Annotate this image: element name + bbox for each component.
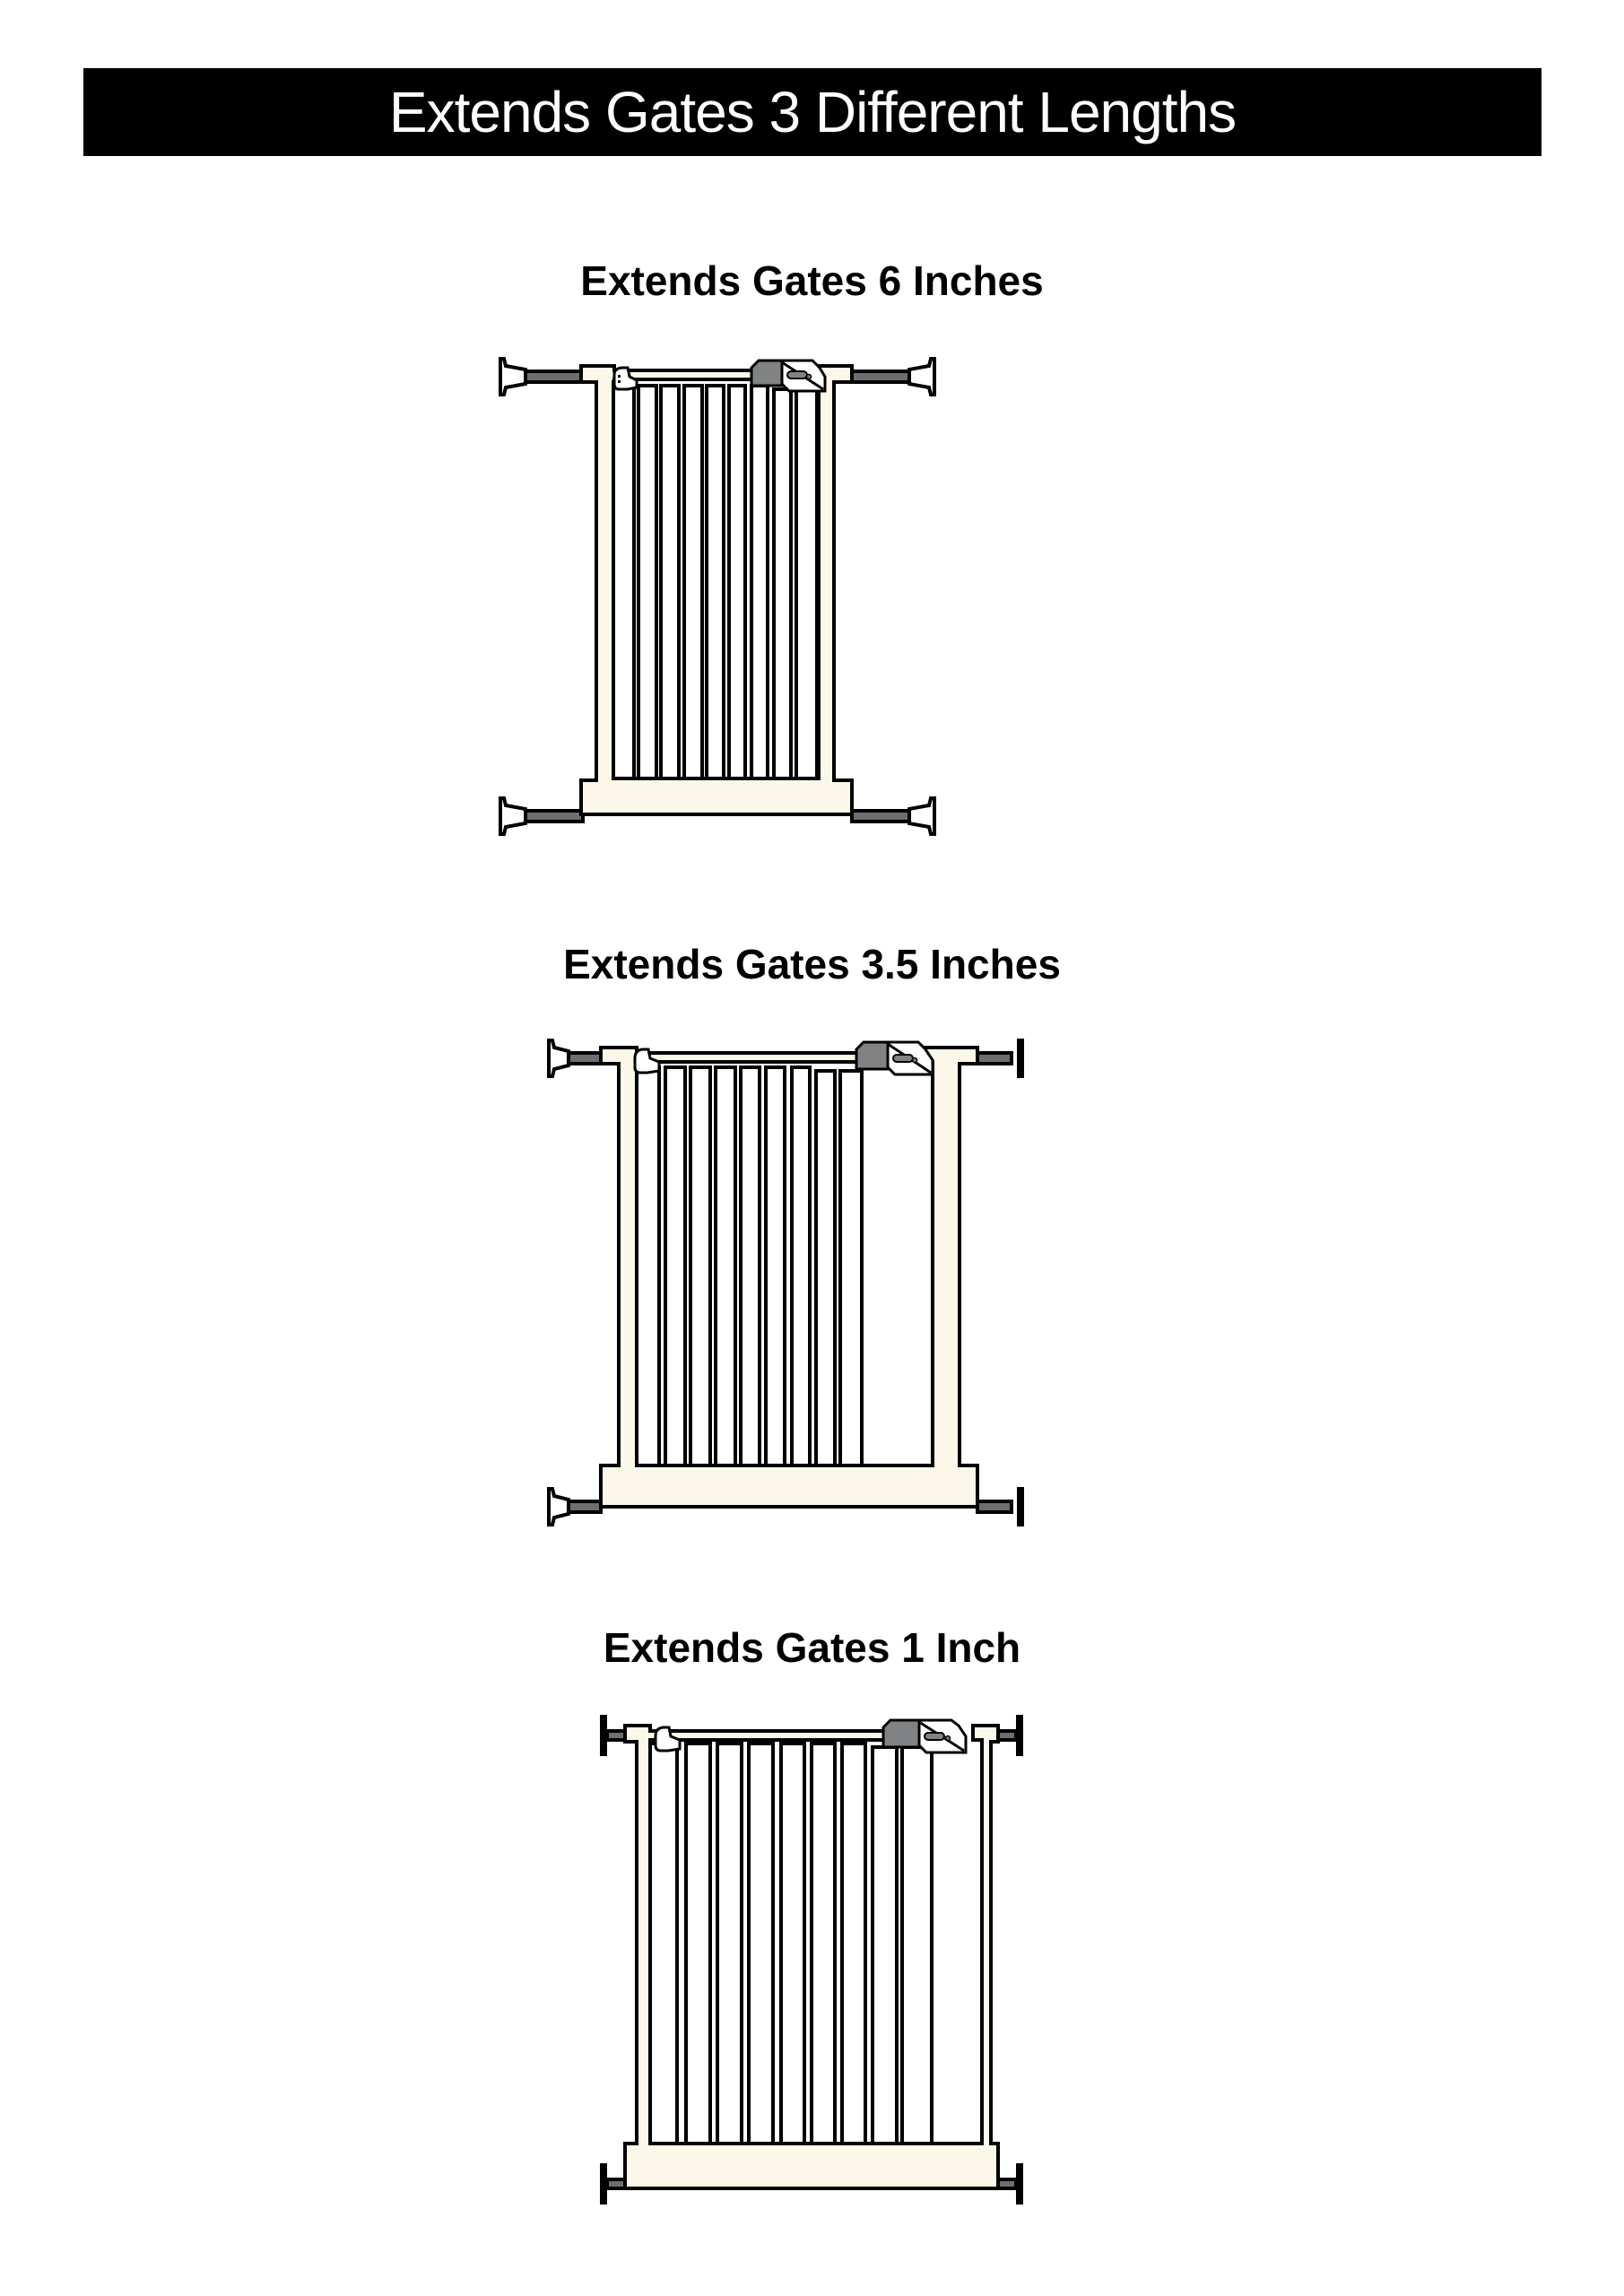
title-banner: Extends Gates 3 Different Lengths bbox=[83, 68, 1541, 156]
page-title: Extends Gates 3 Different Lengths bbox=[388, 80, 1237, 144]
latch-handle bbox=[750, 359, 784, 387]
section-heading-6-inches: Extends Gates 6 Inches bbox=[580, 257, 1044, 304]
wall-cup-top-left bbox=[499, 357, 527, 396]
pressure-rod-top-left bbox=[523, 370, 585, 384]
gate-illustration-6-inches bbox=[493, 350, 942, 861]
section-heading-1-inch: Extends Gates 1 Inch bbox=[603, 1624, 1021, 1671]
gate-illustration-1-inch bbox=[596, 1704, 1027, 2224]
gate-illustration-3-5-inches bbox=[538, 1031, 1058, 1543]
section-heading-3-5-inches: Extends Gates 3.5 Inches bbox=[563, 941, 1061, 987]
hinge-knob bbox=[612, 366, 638, 391]
